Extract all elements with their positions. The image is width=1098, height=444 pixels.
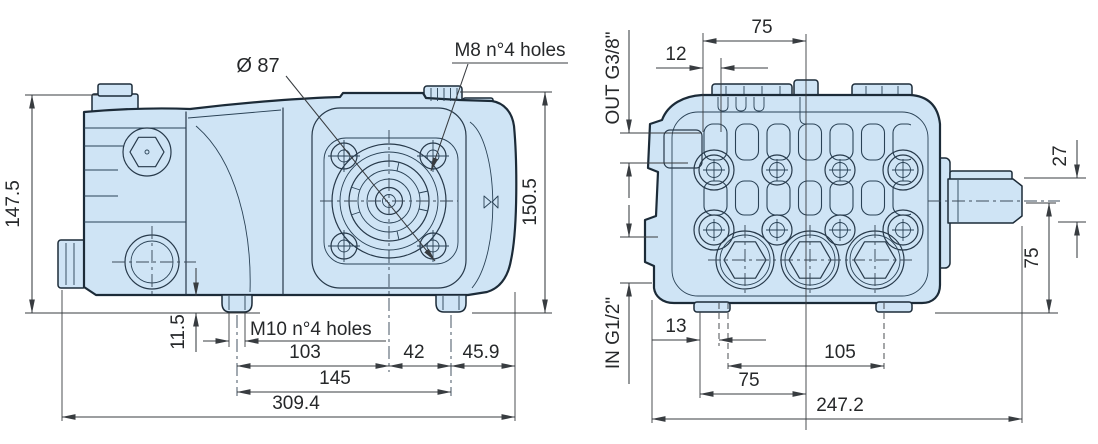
callout-flange-holes: M8 n°4 holes [454, 40, 565, 61]
pump-front-view [643, 79, 1060, 313]
side-view-dimensions: 147.5 150.5 11.5 M10 n°4 holes 103 42 45… [3, 40, 568, 421]
callout-bolt-circle-diameter: Ø 87 [236, 55, 279, 77]
dim-rear-foot-to-end: 45.9 [463, 342, 500, 363]
dim-outlet-to-center: 75 [751, 17, 772, 38]
dim-flange-center-to-rear-foot: 42 [403, 342, 424, 363]
dim-inlet-offset: 13 [665, 316, 686, 337]
dim-overall-width: 247.2 [816, 395, 864, 416]
dim-foot-to-flange-center: 103 [289, 342, 321, 363]
outlet-port-label: OUT G3/8" [603, 32, 624, 125]
dim-head-plug-spacing: 105 [824, 342, 856, 363]
side-top-cap [97, 83, 133, 97]
dim-outlet-offset: 12 [665, 44, 686, 65]
dim-height-over-flange: 150.5 [520, 178, 541, 226]
side-flange-square [311, 107, 467, 289]
inlet-port-label: IN G1/2" [603, 297, 624, 369]
dim-foot-spacing: 145 [319, 368, 351, 389]
dim-shaft-center-to-base: 75 [1022, 247, 1043, 268]
dim-shaft-end-length: 27 [1050, 145, 1071, 166]
pump-side-view [57, 83, 518, 372]
callout-foot-holes: M10 n°4 holes [250, 319, 372, 340]
piston-hex-plugs [708, 225, 912, 296]
side-flange-bolts [328, 140, 449, 262]
valve-cap-screws [693, 149, 924, 251]
side-left-port-snout [57, 239, 87, 289]
dim-overall-height: 147.5 [3, 180, 24, 228]
side-hex-plug [122, 127, 172, 177]
side-body [82, 91, 518, 297]
dim-inlet-to-center: 75 [738, 370, 759, 391]
outlet-port-boss [663, 129, 703, 169]
dim-overall-length: 309.4 [272, 393, 320, 414]
dim-foot-height: 11.5 [168, 314, 189, 350]
front-view-dimensions: 75 12 OUT G3/8" IN G1/2" 13 105 75 [603, 17, 1086, 430]
side-front-foot [221, 294, 253, 313]
side-rear-foot [435, 294, 467, 313]
front-foot-left [693, 301, 731, 313]
front-foot-right [875, 301, 913, 313]
